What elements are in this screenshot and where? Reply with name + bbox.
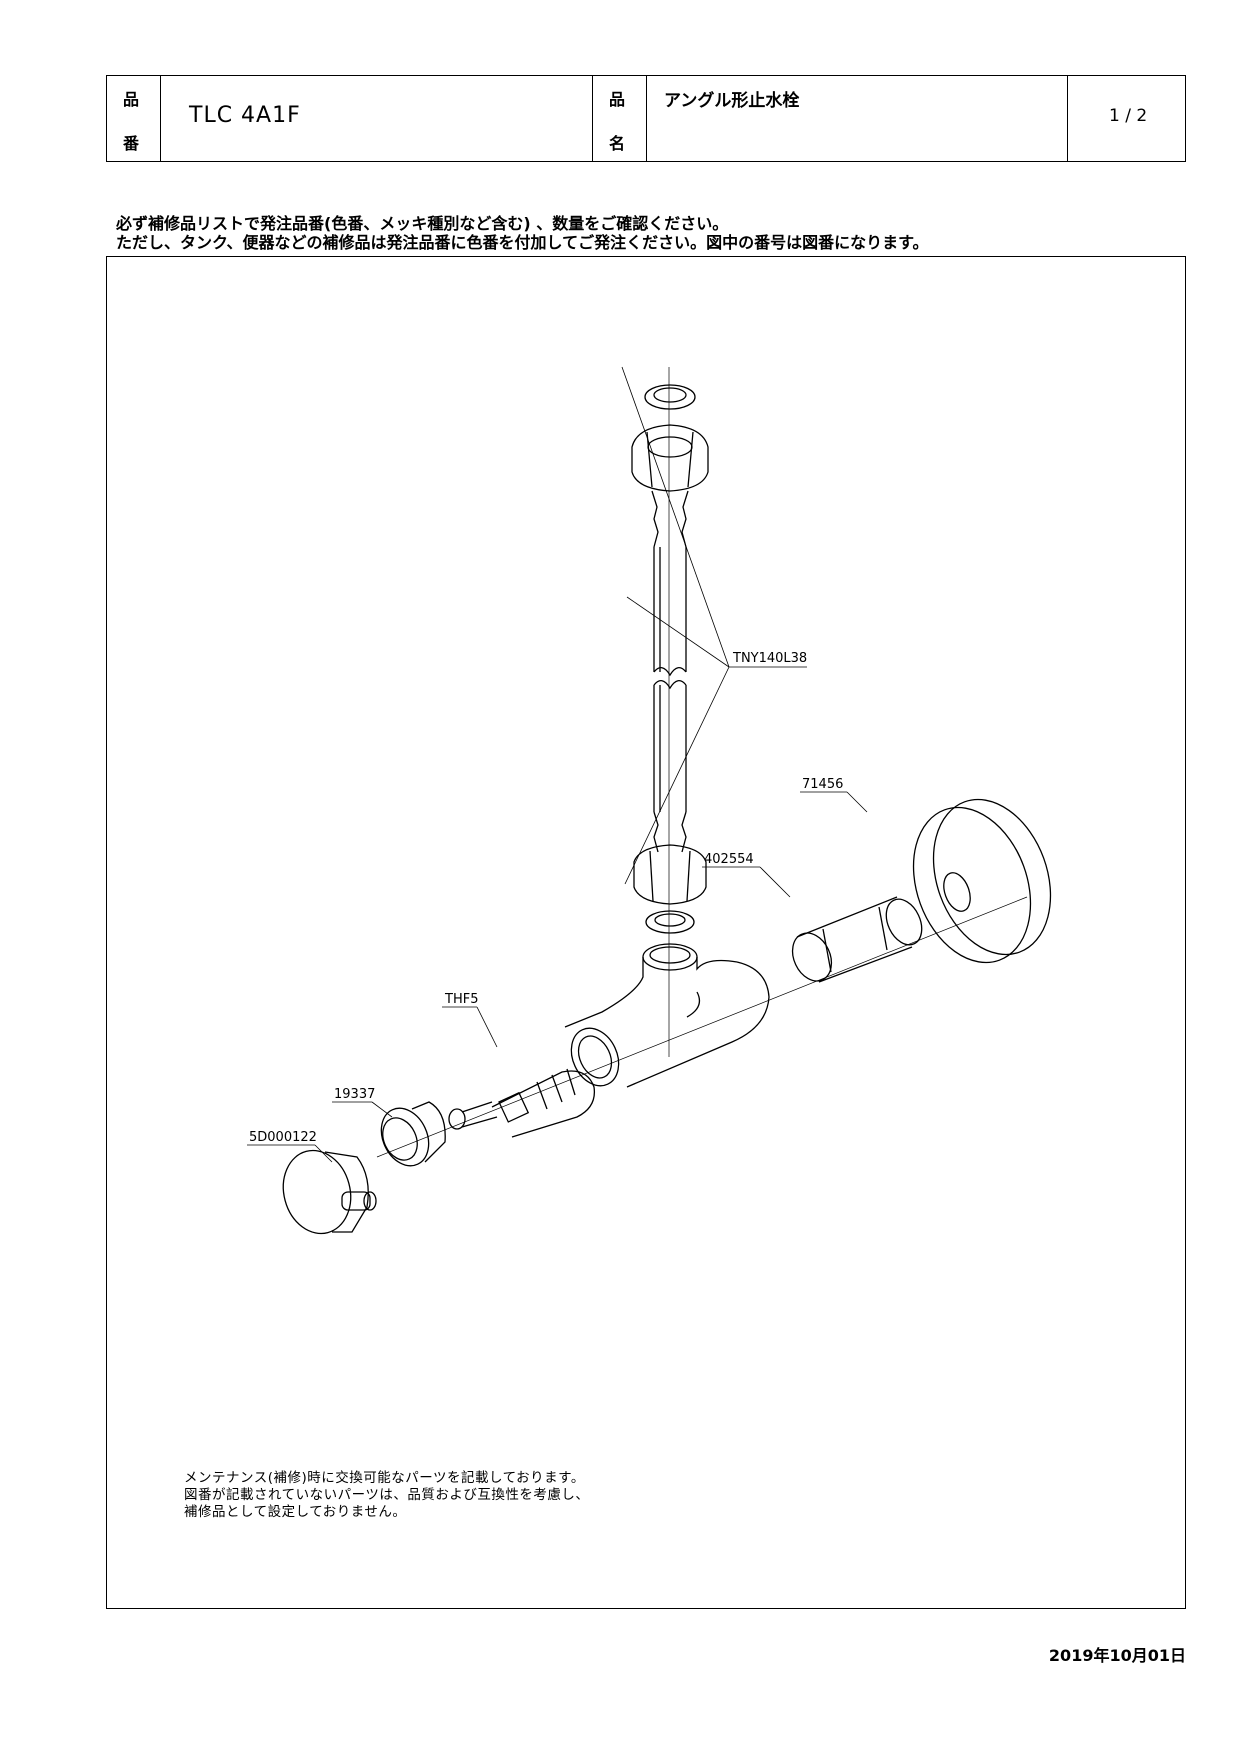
lower-hex-nut — [633, 844, 707, 905]
notice-line-1: 必ず補修品リストで発注品番(色番、メッキ種別など含む) 、数量をご確認ください。 — [116, 214, 729, 233]
maintenance-note-line-2: 図番が記載されていないパーツは、品質および互換性を考慮し、 — [184, 1487, 590, 1503]
cartridge — [448, 1068, 596, 1138]
maintenance-note-line-3: 補修品として設定しておりません。 — [184, 1504, 407, 1520]
parts-diagram-frame: TNY140L38 71456 402554 THF5 19337 5D0001… — [106, 256, 1186, 1609]
notice-line-2: ただし、タンク、便器などの補修品は発注品番に色番を付加してご発注ください。図中の… — [116, 233, 929, 252]
title-block: 品 番 TLC 4A1F 品 名 アングル形止水栓 1 / 2 — [106, 75, 1186, 162]
issue-date: 2019年10月01日 — [1048, 1646, 1186, 1665]
handle — [282, 1149, 377, 1235]
model-number: TLC 4A1F — [189, 103, 301, 128]
hinmei-label-top: 品 — [609, 90, 626, 109]
divider — [592, 76, 593, 161]
nipple-part-number: 402554 — [704, 852, 754, 867]
threaded-nipple — [791, 896, 923, 983]
upper-hex-nut — [631, 424, 709, 492]
divider — [160, 76, 161, 161]
hose-part-number: TNY140L38 — [732, 651, 807, 666]
divider — [1067, 76, 1068, 161]
top-washer — [644, 384, 696, 410]
exploded-parts-diagram: TNY140L38 71456 402554 THF5 19337 5D0001… — [247, 366, 1052, 1235]
maintenance-note-line-1: メンテナンス(補修)時に交換可能なパーツを記載しております。 — [184, 1470, 585, 1486]
flange-part-number: 71456 — [802, 777, 843, 792]
hinmei-label-bottom: 名 — [609, 134, 626, 153]
page-number: 1 / 2 — [1109, 106, 1148, 126]
hinban-label-bottom: 番 — [123, 134, 140, 153]
ring-nut — [380, 1101, 446, 1167]
wall-flange — [912, 798, 1052, 964]
leader-lines — [247, 366, 868, 1163]
divider — [646, 76, 647, 161]
hinban-label-top: 品 — [123, 90, 140, 109]
horizontal-axis — [376, 896, 1028, 1158]
cartridge-part-number: THF5 — [444, 992, 478, 1007]
lower-washer — [645, 910, 695, 934]
nut-part-number: 19337 — [334, 1087, 375, 1102]
handle-part-number: 5D000122 — [249, 1130, 317, 1145]
valve-body — [564, 943, 770, 1088]
flexible-hose — [651, 490, 689, 853]
product-name: アングル形止水栓 — [664, 91, 800, 111]
